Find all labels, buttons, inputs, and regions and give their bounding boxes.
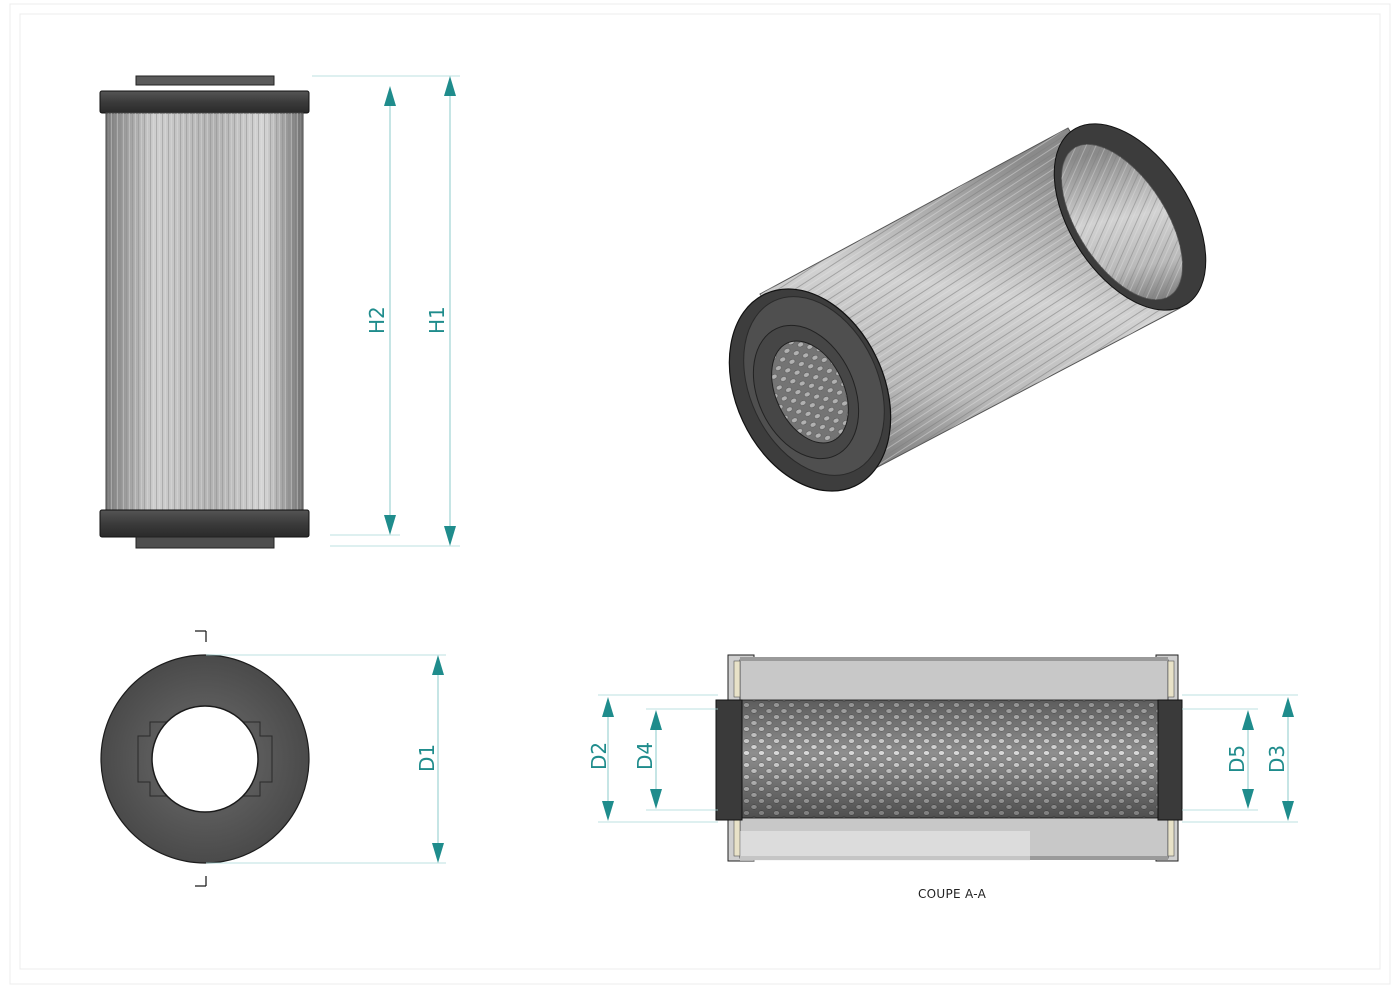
dimension-label-h2: H2 [365,306,389,334]
section-top-media [739,659,1169,701]
dimension-label-d3: D3 [1265,745,1289,773]
end-view [100,630,310,887]
dimension-h1: H1 [330,76,460,547]
dimension-label-d4: D4 [633,742,657,770]
isometric-perforated-core [771,340,849,444]
front-bottom-endcap [99,509,310,538]
dimension-d1: D1 [206,654,446,864]
front-view [99,75,310,549]
section-caption: COUPE A-A [918,887,987,901]
sheet-frame [9,3,1391,985]
dimension-label-d1: D1 [415,744,439,772]
dimension-label-h1: H1 [425,306,449,334]
dimension-label-d5: D5 [1225,745,1249,773]
isometric-view [728,123,1207,492]
dimension-h2: H2 [312,75,460,536]
front-top-endcap [99,90,310,114]
section-view [715,654,1183,862]
dimension-d5: D5 [1182,708,1258,811]
end-view-bore [151,705,259,813]
section-arrow-icon [195,630,207,887]
dimension-d3: D3 [1182,694,1298,823]
dimension-d2: D2 [587,694,718,823]
dimension-d4: D4 [633,708,718,811]
end-view-notch-ring [137,721,273,797]
dimension-label-d2: D2 [587,742,611,770]
